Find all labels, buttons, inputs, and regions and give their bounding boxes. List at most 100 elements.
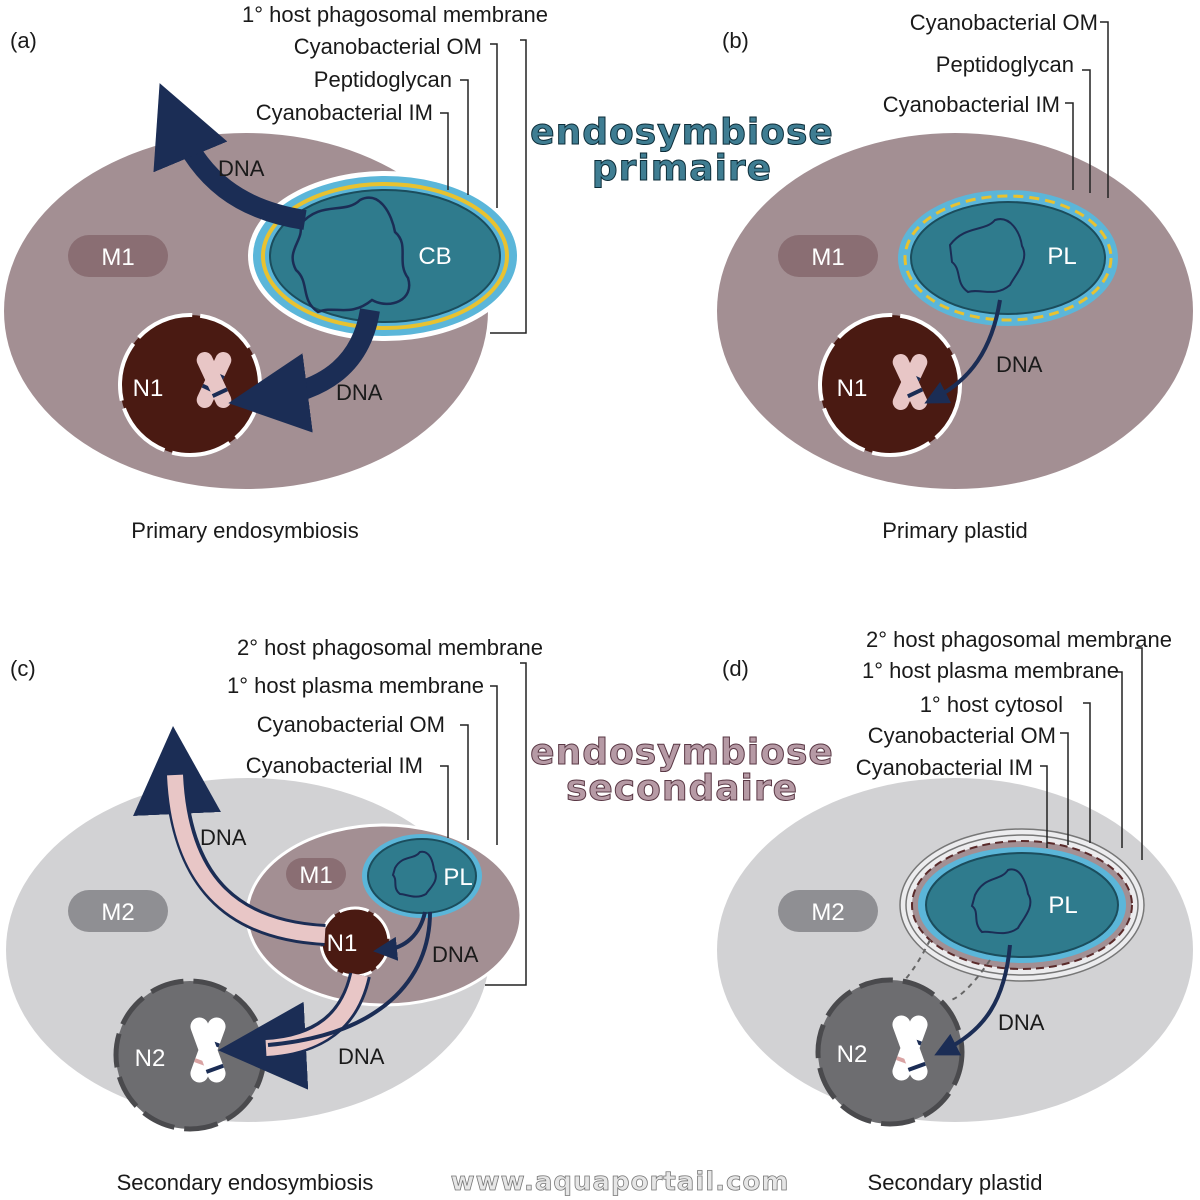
dna-label-c1: DNA bbox=[200, 825, 247, 850]
pl-label-b: PL bbox=[1047, 243, 1076, 270]
pl-label-c: PL bbox=[443, 864, 472, 891]
leader-d-4 bbox=[1060, 732, 1069, 845]
dna-tangle-c bbox=[391, 850, 437, 898]
m2-label-d: M2 bbox=[811, 899, 844, 926]
leader-b-3 bbox=[1065, 102, 1074, 190]
dna-label-a2: DNA bbox=[336, 380, 383, 405]
primary-title-line1: endosymbiose bbox=[530, 112, 834, 153]
dna-arrow-nucleus-b bbox=[924, 299, 1002, 404]
leader-c-4 bbox=[440, 765, 449, 838]
n2-label-d: N2 bbox=[837, 1041, 868, 1068]
dna-label-d: DNA bbox=[998, 1010, 1045, 1035]
secondary-title-line1: endosymbiose bbox=[530, 732, 834, 773]
dna-arrow-pink-n2-c-fill bbox=[265, 973, 368, 1056]
chromosome-icon bbox=[892, 1015, 928, 1081]
panel-b: (b) M1 N1 PL DNA Cyanobacterial OM Pepti… bbox=[717, 10, 1193, 543]
leader-a-4 bbox=[440, 112, 449, 190]
secondary-title-line2: secondaire bbox=[566, 768, 798, 809]
leader-d-2 bbox=[1115, 671, 1123, 848]
panel-d: (d) M2 PL N2 DNA 2° host phagosomal memb bbox=[717, 627, 1193, 1195]
membrane-label-b2: Peptidoglycan bbox=[936, 52, 1074, 77]
membrane-label-c4: Cyanobacterial IM bbox=[246, 753, 423, 778]
leader-c-1 bbox=[485, 662, 527, 986]
chromosome-icon bbox=[196, 352, 232, 408]
pl-label-d: PL bbox=[1048, 892, 1077, 919]
m1-label-b: M1 bbox=[811, 244, 844, 271]
membrane-label-a1: 1° host phagosomal membrane bbox=[242, 2, 548, 27]
secondary-title: endosymbiose secondaire bbox=[530, 732, 834, 810]
dna-tangle-d bbox=[970, 868, 1032, 935]
primary-title: endosymbiose primaire bbox=[530, 112, 834, 190]
panel-c: (c) M2 M1 PL N1 N2 DNA DNA D bbox=[6, 635, 543, 1195]
membrane-label-b1: Cyanobacterial OM bbox=[910, 10, 1098, 35]
n1-label-a: N1 bbox=[133, 375, 164, 402]
secondary-plastid bbox=[925, 852, 1119, 958]
membrane-label-b3: Cyanobacterial IM bbox=[883, 92, 1060, 117]
nucleus-b bbox=[818, 313, 962, 457]
peptidoglycan-b bbox=[903, 194, 1113, 322]
caption-a: Primary endosymbiosis bbox=[131, 518, 358, 543]
tether-d2 bbox=[949, 959, 991, 1001]
watermark: www.aquaportail.com bbox=[451, 1167, 790, 1197]
primary-title-line2: primaire bbox=[592, 148, 772, 189]
dna-label-a1: DNA bbox=[218, 156, 265, 181]
panel-a-letter: (a) bbox=[10, 28, 37, 53]
membrane-label-d1: 2° host phagosomal membrane bbox=[866, 627, 1172, 652]
n1-label-c: N1 bbox=[327, 930, 358, 957]
dna-label-c3: DNA bbox=[338, 1044, 385, 1069]
membrane-label-a4: Cyanobacterial IM bbox=[256, 100, 433, 125]
leader-b-2 bbox=[1082, 69, 1091, 193]
m1-label-a: M1 bbox=[101, 244, 134, 271]
mitochondrion-d bbox=[778, 890, 878, 932]
mitochondrion-b bbox=[778, 235, 878, 277]
mitochondrion-m1-c bbox=[286, 858, 346, 890]
nucleus-n2-d bbox=[815, 977, 965, 1127]
panel-b-letter: (b) bbox=[722, 28, 749, 53]
caption-b: Primary plastid bbox=[882, 518, 1027, 543]
leader-a-3 bbox=[460, 79, 469, 195]
plasma-membrane-d bbox=[905, 834, 1139, 976]
membrane-label-a2: Cyanobacterial OM bbox=[294, 34, 482, 59]
dna-label-c2: DNA bbox=[432, 942, 479, 967]
dna-arrow-nucleus-d bbox=[934, 944, 1012, 1056]
leader-b-1 bbox=[1100, 21, 1109, 198]
dna-tangle-a bbox=[291, 196, 411, 314]
m2-label-c: M2 bbox=[101, 899, 134, 926]
peptidoglycan-a bbox=[261, 182, 509, 330]
membrane-label-d2: 1° host plasma membrane bbox=[862, 658, 1119, 683]
cyanobacterium-cb bbox=[269, 189, 501, 323]
dna-arrow-pl-n1-c bbox=[373, 911, 427, 961]
n1-label-b: N1 bbox=[837, 375, 868, 402]
membrane-label-c3: Cyanobacterial OM bbox=[257, 712, 445, 737]
caption-c: Secondary endosymbiosis bbox=[117, 1170, 374, 1195]
cb-label: CB bbox=[418, 243, 451, 270]
panel-c-letter: (c) bbox=[10, 656, 36, 681]
leader-d-1 bbox=[1135, 647, 1143, 860]
n2-label-c: N2 bbox=[135, 1045, 166, 1072]
dna-label-b: DNA bbox=[996, 352, 1043, 377]
mitochondrion-a bbox=[68, 235, 168, 277]
primary-plastid bbox=[910, 201, 1106, 315]
chromosome-icon bbox=[892, 354, 928, 410]
leader-c-3 bbox=[460, 724, 469, 840]
leader-d-5 bbox=[1040, 765, 1048, 848]
membrane-label-c2: 1° host plasma membrane bbox=[227, 673, 484, 698]
dna-tangle-b bbox=[948, 218, 1026, 294]
dna-arrow-out-a bbox=[153, 83, 307, 230]
panel-d-letter: (d) bbox=[722, 656, 749, 681]
leader-a-2 bbox=[490, 43, 498, 208]
leader-a-1 bbox=[490, 39, 527, 334]
leader-d-3 bbox=[1083, 702, 1091, 843]
panel-a: (a) M1 N1 CB DNA DNA 1° host ph bbox=[4, 2, 548, 543]
membrane-label-d4: Cyanobacterial OM bbox=[868, 723, 1056, 748]
plastid-c bbox=[367, 838, 477, 914]
m1-label-c: M1 bbox=[299, 862, 332, 889]
membrane-label-d3: 1° host cytosol bbox=[920, 692, 1063, 717]
leader-c-2 bbox=[490, 685, 498, 845]
dna-arrow-pink-out-c-fill bbox=[167, 774, 326, 943]
membrane-label-d5: Cyanobacterial IM bbox=[856, 755, 1033, 780]
mitochondrion-m2-c bbox=[68, 890, 168, 932]
caption-d: Secondary plastid bbox=[868, 1170, 1043, 1195]
dna-arrow-nucleus-a bbox=[228, 308, 380, 433]
